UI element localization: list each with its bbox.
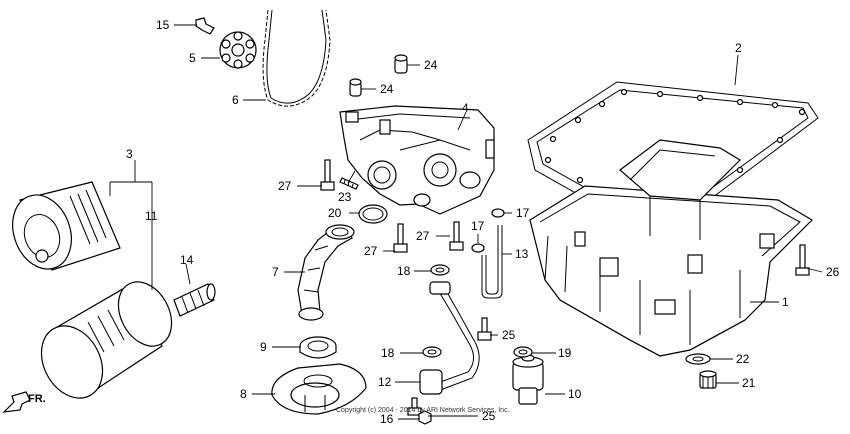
- bolt-25-upper: [477, 317, 492, 341]
- collar-24-upper: [394, 54, 408, 74]
- seal-9: [299, 336, 337, 359]
- bolt-25-lower: [407, 397, 422, 416]
- callout-13: 13: [515, 247, 529, 261]
- sprocket-5: [219, 31, 257, 69]
- drive-chain-6: [262, 9, 331, 107]
- leader-lines: [109, 24, 823, 420]
- oil-strainer-pipe-7: [297, 224, 355, 321]
- direction-label: FR.: [28, 393, 46, 405]
- callout-20: 20: [328, 206, 342, 220]
- washer-17-lower: [471, 243, 485, 253]
- threaded-pipe-14: [173, 283, 216, 317]
- oil-pan: [529, 139, 813, 357]
- callout-24-upper: 24: [424, 58, 438, 72]
- callout-18-lower: 18: [381, 346, 395, 360]
- callout-21: 21: [742, 376, 756, 390]
- callout-3: 3: [126, 147, 133, 161]
- washer-18-lower: [422, 346, 442, 358]
- callout-10: 10: [568, 387, 582, 401]
- bolt-27-right: [449, 221, 464, 251]
- nut-16: [418, 410, 432, 425]
- washer-19: [513, 346, 533, 358]
- bolt-27-upper: [320, 159, 335, 191]
- callout-23: 23: [338, 190, 352, 204]
- bolt-15: [195, 17, 215, 35]
- callout-4: 4: [462, 101, 469, 115]
- bolt-27-middle: [393, 223, 408, 253]
- oil-strainer-8: [271, 363, 367, 415]
- callout-15: 15: [156, 18, 170, 32]
- drain-bolt-21: [699, 370, 717, 389]
- callout-27-right: 27: [416, 229, 430, 243]
- callout-22: 22: [736, 352, 750, 366]
- callout-8: 8: [240, 387, 247, 401]
- callout-24-lower: 24: [380, 82, 394, 96]
- callout-17-lower: 17: [471, 219, 485, 233]
- oil-pipe-13: [481, 225, 503, 299]
- callout-19: 19: [558, 346, 572, 360]
- callout-7: 7: [272, 265, 279, 279]
- callout-9: 9: [260, 340, 267, 354]
- oil-pressure-switch-10: [512, 354, 544, 405]
- callout-27-upper: 27: [278, 179, 292, 193]
- callout-27-middle: 27: [364, 244, 378, 258]
- pin-23: [339, 177, 359, 190]
- callout-11: 11: [145, 209, 158, 223]
- callout-25-lower: 25: [482, 409, 496, 423]
- callout-12: 12: [378, 375, 392, 389]
- oil-filter-3: [12, 181, 121, 271]
- oil-pipe-12: [419, 281, 480, 395]
- callout-1: 1: [782, 295, 789, 309]
- washer-22: [685, 353, 711, 365]
- oil-filter-11: [40, 281, 173, 399]
- o-ring-20: [358, 204, 388, 224]
- copyright-notice: Copyright (c) 2004 - 2014 by ARI Network…: [336, 407, 510, 414]
- oil-pump-4: [339, 105, 495, 215]
- washer-17-upper: [491, 208, 505, 218]
- callout-16: 16: [380, 412, 394, 426]
- callout-2: 2: [735, 41, 742, 55]
- collar-24-lower: [349, 78, 362, 97]
- callout-6: 6: [232, 93, 239, 107]
- callout-17-upper: 17: [516, 206, 530, 220]
- callout-18-upper: 18: [397, 264, 411, 278]
- callout-5: 5: [189, 51, 196, 65]
- washer-18-upper: [430, 264, 450, 276]
- callout-14: 14: [180, 253, 194, 267]
- bolt-26: [795, 244, 810, 276]
- callout-26: 26: [826, 265, 840, 279]
- callout-25-upper: 25: [502, 328, 516, 342]
- front-direction-arrow: [2, 391, 31, 413]
